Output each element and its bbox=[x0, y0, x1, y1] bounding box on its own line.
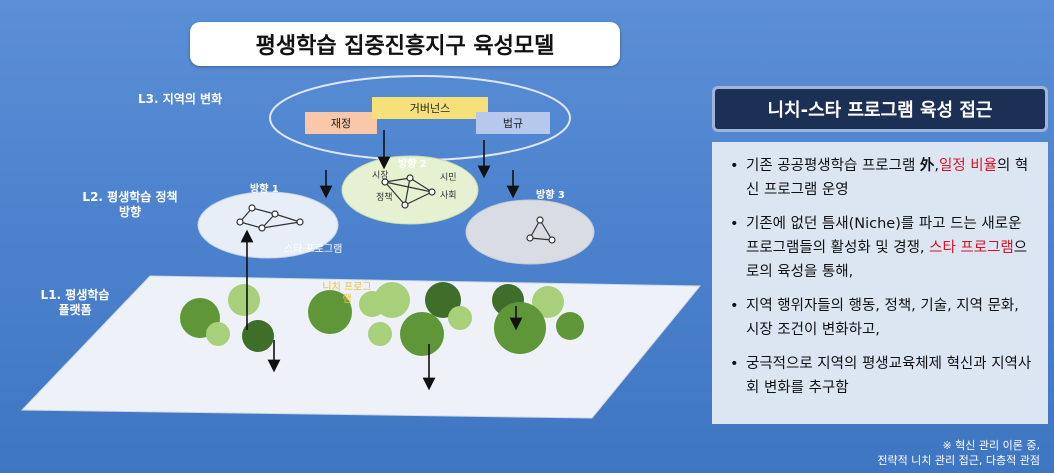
bullet-text: 기존 공공평생학습 프로그램 bbox=[746, 158, 920, 174]
regulation-box: 법규 bbox=[476, 112, 550, 134]
bullet-text: , bbox=[934, 158, 940, 174]
direction1-label: 방향 1 bbox=[250, 184, 279, 195]
niche-program-label: 니치 프로그 램 bbox=[312, 282, 382, 306]
level1-label-line1: L1. 평생학습 bbox=[40, 288, 110, 302]
bullet-text: 궁극적으로 지역의 평생교육체제 혁신과 지역사회 변화를 추구함 bbox=[746, 356, 1032, 396]
bullet-item: 지역 행위자들의 행동, 정책, 기술, 지역 문화, 시장 조건이 변화하고, bbox=[726, 294, 1034, 342]
direction2-word-market: 시장 bbox=[372, 171, 389, 181]
bullet-text: 기존에 없던 틈새(Niche)를 파고 드는 새로운 프로그램들의 활성화 및… bbox=[746, 216, 1022, 256]
bullet-text: 外 bbox=[919, 158, 935, 174]
direction2-word-policy: 정책 bbox=[376, 193, 393, 203]
bullet-item: 기존에 없던 틈새(Niche)를 파고 드는 새로운 프로그램들의 활성화 및… bbox=[726, 212, 1034, 284]
direction2-ellipse bbox=[341, 155, 479, 225]
footnote-line2: 전략적 니치 관리 접근, 다층적 관점 bbox=[877, 454, 1040, 467]
bullet-text: 지역 행위자들의 행동, 정책, 기술, 지역 문화, 시장 조건이 변화하고, bbox=[746, 298, 1019, 338]
direction2-word-citizen: 시민 bbox=[440, 173, 457, 183]
level3-label: L3. 지역의 변화 bbox=[138, 92, 223, 106]
level2-label-line2: 방향 bbox=[118, 205, 142, 219]
direction3-ellipse bbox=[465, 199, 595, 265]
direction2-network bbox=[381, 174, 436, 209]
right-panel: 기존 공공평생학습 프로그램 外,일정 비율의 혁신 프로그램 운영기존에 없던… bbox=[712, 142, 1048, 424]
direction3-label: 방향 3 bbox=[536, 190, 565, 201]
bullet-item: 궁극적으로 지역의 평생교육체제 혁신과 지역사회 변화를 추구함 bbox=[726, 352, 1034, 400]
bullet-text: 일정 비율 bbox=[939, 158, 997, 174]
finance-box: 재정 bbox=[305, 112, 377, 134]
level1-label: L1. 평생학습 플랫폼 bbox=[20, 288, 130, 318]
bullet-item: 기존 공공평생학습 프로그램 外,일정 비율의 혁신 프로그램 운영 bbox=[726, 154, 1034, 202]
right-panel-header: 니치-스타 프로그램 육성 접근 bbox=[712, 86, 1048, 132]
level2-label-line1: L2. 평생학습 정책 bbox=[82, 190, 178, 204]
niche-program-line1: 니치 프로그 bbox=[322, 282, 372, 293]
niche-program-line2: 램 bbox=[342, 294, 352, 305]
direction2-label: 방향 2 bbox=[398, 159, 427, 170]
bullet-text: 스타 프로그램 bbox=[929, 240, 1014, 256]
direction1-network bbox=[236, 204, 304, 232]
platform-circles bbox=[180, 282, 584, 356]
level1-label-line2: 플랫폼 bbox=[58, 303, 92, 317]
governance-box: 거버넌스 bbox=[372, 97, 488, 119]
star-program-label: 스타 프로그램 bbox=[284, 244, 343, 255]
page-title: 평생학습 집중진흥지구 육성모델 bbox=[190, 22, 620, 66]
bullet-list: 기존 공공평생학습 프로그램 外,일정 비율의 혁신 프로그램 운영기존에 없던… bbox=[726, 154, 1034, 400]
direction2-word-society: 사회 bbox=[440, 191, 457, 201]
bullet-text: 의 혁신 프로그램 운영 bbox=[746, 158, 1029, 198]
footnote-line1: ※ 혁신 관리 이론 중, bbox=[942, 439, 1040, 452]
level2-label: L2. 평생학습 정책 방향 bbox=[60, 190, 200, 220]
direction3-network bbox=[526, 216, 556, 244]
direction1-ellipse bbox=[197, 191, 339, 259]
bullet-text: 으로의 육성을 통해, bbox=[746, 240, 1028, 280]
footnote: ※ 혁신 관리 이론 중, 전략적 니치 관리 접근, 다층적 관점 bbox=[877, 438, 1040, 468]
arrows bbox=[240, 130, 523, 391]
